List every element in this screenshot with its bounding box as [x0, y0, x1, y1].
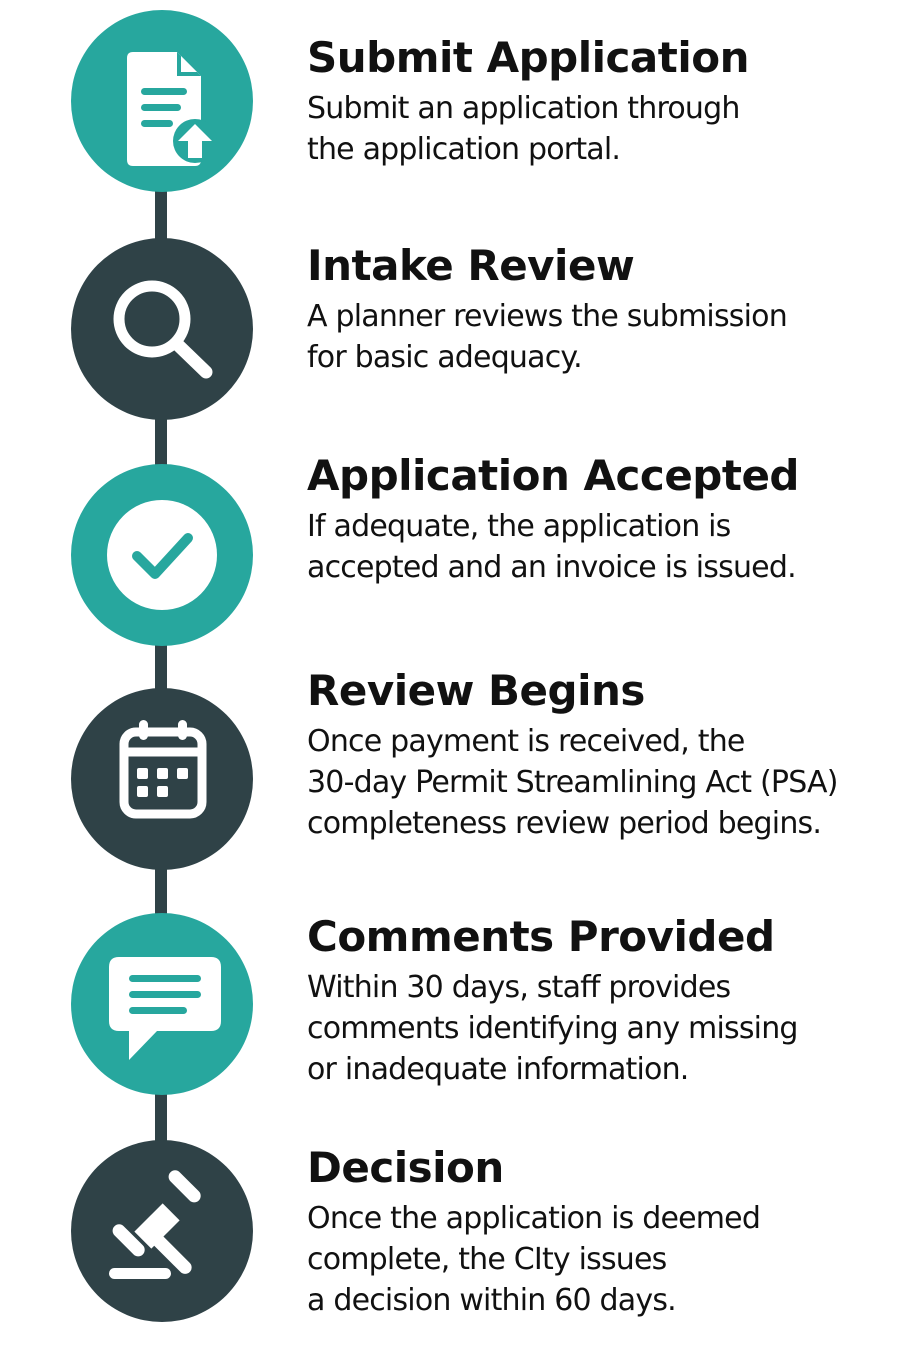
step-description: If adequate, the application is accepted…	[307, 506, 887, 588]
step-1-icon-circle	[71, 10, 253, 192]
step-description-line: the application portal.	[307, 132, 621, 167]
step-3: Application Accepted If adequate, the ap…	[307, 452, 887, 588]
calendar-icon	[119, 720, 207, 819]
step-description-line: accepted and an invoice is issued.	[307, 550, 797, 585]
step-description-line: A planner reviews the submission	[307, 299, 788, 334]
step-description-line: for basic adequacy.	[307, 340, 583, 375]
step-description: Within 30 days, staff provides comments …	[307, 967, 887, 1090]
step-1: Submit Application Submit an application…	[307, 34, 887, 170]
timeline-connector	[155, 1092, 167, 1147]
step-title: Intake Review	[307, 241, 635, 290]
timeline-connector	[155, 417, 167, 473]
checkmark-icon	[107, 500, 217, 610]
gavel-icon	[109, 1170, 201, 1279]
step-description-line: a decision within 60 days.	[307, 1283, 677, 1318]
step-description-line: Within 30 days, staff provides	[307, 970, 731, 1005]
step-6-icon-circle	[71, 1140, 253, 1322]
step-2: Intake Review A planner reviews the subm…	[307, 242, 887, 378]
step-description: Once payment is received, the 30-day Per…	[307, 721, 887, 844]
step-5-icon-circle	[71, 913, 253, 1095]
step-title: Application Accepted	[307, 451, 800, 500]
document-upload-icon	[127, 52, 217, 166]
step-description-line: or inadequate information.	[307, 1052, 689, 1087]
step-title: Submit Application	[307, 33, 749, 82]
magnifier-icon	[113, 280, 213, 379]
step-title: Review Begins	[307, 666, 645, 715]
step-description: A planner reviews the submission for bas…	[307, 296, 887, 378]
step-4-icon-circle	[71, 688, 253, 870]
step-description-line: Submit an application through	[307, 91, 740, 126]
timeline-connector	[155, 188, 167, 244]
step-3-icon-circle	[71, 464, 253, 646]
step-description-line: complete, the CIty issues	[307, 1242, 667, 1277]
step-description: Once the application is deemed complete,…	[307, 1198, 887, 1321]
step-description-line: 30-day Permit Streamlining Act (PSA)	[307, 765, 838, 800]
step-2-icon-circle	[71, 238, 253, 420]
timeline-connector	[155, 866, 167, 918]
speech-bubble-icon	[109, 957, 221, 1060]
timeline-connector	[155, 643, 167, 693]
step-description-line: Once payment is received, the	[307, 724, 745, 759]
step-6: Decision Once the application is deemed …	[307, 1144, 887, 1321]
step-description: Submit an application through the applic…	[307, 88, 887, 170]
step-description-line: completeness review period begins.	[307, 806, 822, 841]
step-title: Decision	[307, 1143, 504, 1192]
step-description-line: Once the application is deemed	[307, 1201, 761, 1236]
step-description-line: comments identifying any missing	[307, 1011, 798, 1046]
step-title: Comments Provided	[307, 912, 775, 961]
step-5: Comments Provided Within 30 days, staff …	[307, 913, 887, 1090]
step-description-line: If adequate, the application is	[307, 509, 731, 544]
step-4: Review Begins Once payment is received, …	[307, 667, 887, 844]
